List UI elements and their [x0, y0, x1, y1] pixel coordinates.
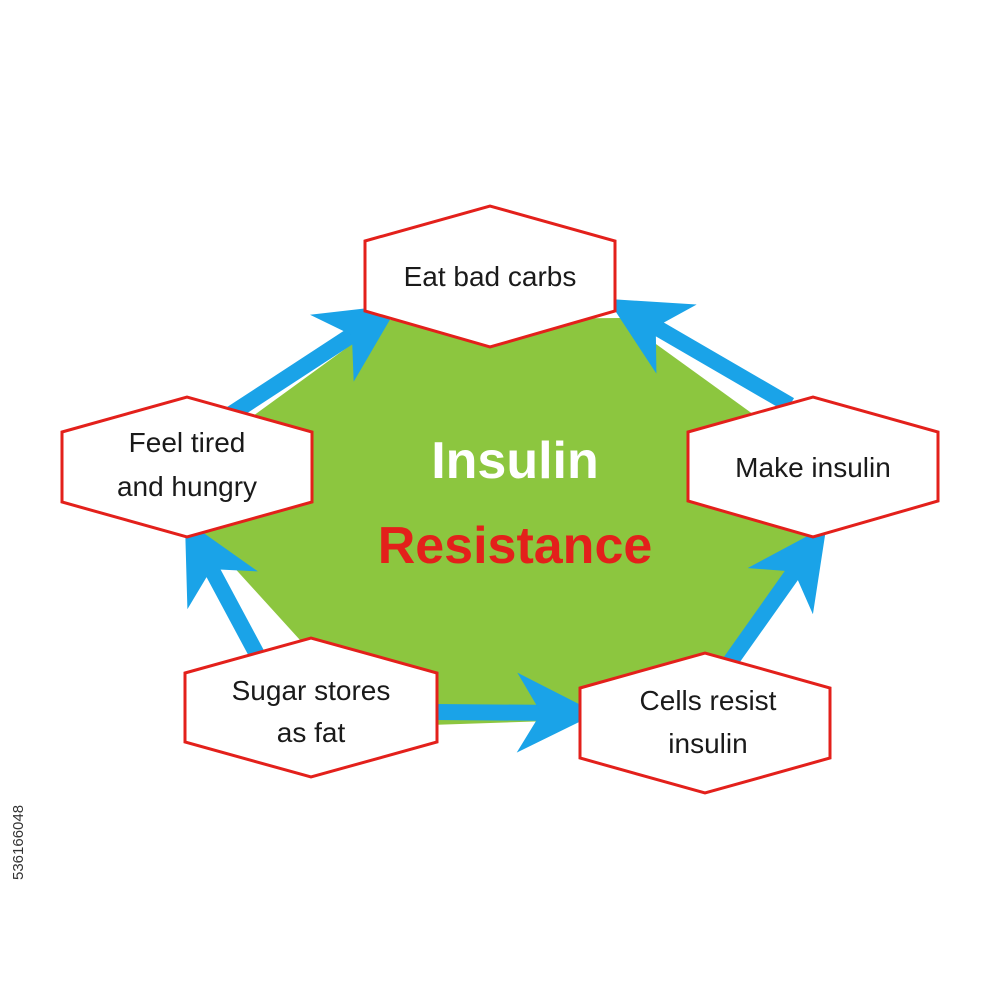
arrow-sugar-stores-to-feel-tired — [184, 519, 268, 664]
step-sugar-stores-as-fat: Sugar stores as fat — [183, 636, 439, 779]
step-label: Eat bad carbs — [404, 261, 577, 292]
hexagon-shape — [60, 395, 314, 539]
arrow-sugar-stores-to-cells-resist — [434, 672, 597, 753]
center-region — [200, 318, 810, 725]
step-label: Make insulin — [735, 452, 891, 483]
stock-id-watermark: 536166048 — [6, 760, 32, 1000]
step-cells-resist-insulin: Cells resist insulin — [578, 651, 832, 795]
cycle-arrows — [184, 298, 827, 753]
hexagon-shape — [363, 204, 617, 349]
step-eat-bad-carbs: Eat bad carbs — [363, 204, 617, 349]
title-insulin: Insulin — [431, 432, 599, 490]
step-label-line1: Feel tired — [129, 427, 246, 458]
arrow-cells-resist-to-make-insulin — [721, 525, 827, 670]
step-label-line1: Cells resist — [640, 685, 777, 716]
arrow-make-insulin-to-eat-bad-carbs — [607, 298, 795, 412]
step-label-line2: as fat — [277, 717, 346, 748]
title-resistance: Resistance — [378, 517, 653, 575]
hexagon-shape — [686, 395, 940, 539]
step-feel-tired-and-hungry: Feel tired and hungry — [60, 395, 314, 539]
arrow-feel-tired-to-eat-bad-carbs — [220, 304, 399, 425]
step-make-insulin: Make insulin — [686, 395, 940, 539]
hexagon-shape — [578, 651, 832, 795]
stock-id-text: 536166048 — [10, 804, 27, 880]
hexagon-shape — [183, 636, 439, 779]
step-label-line2: and hungry — [117, 471, 257, 502]
step-label-line1: Sugar stores — [232, 675, 391, 706]
step-label-line2: insulin — [668, 728, 747, 759]
